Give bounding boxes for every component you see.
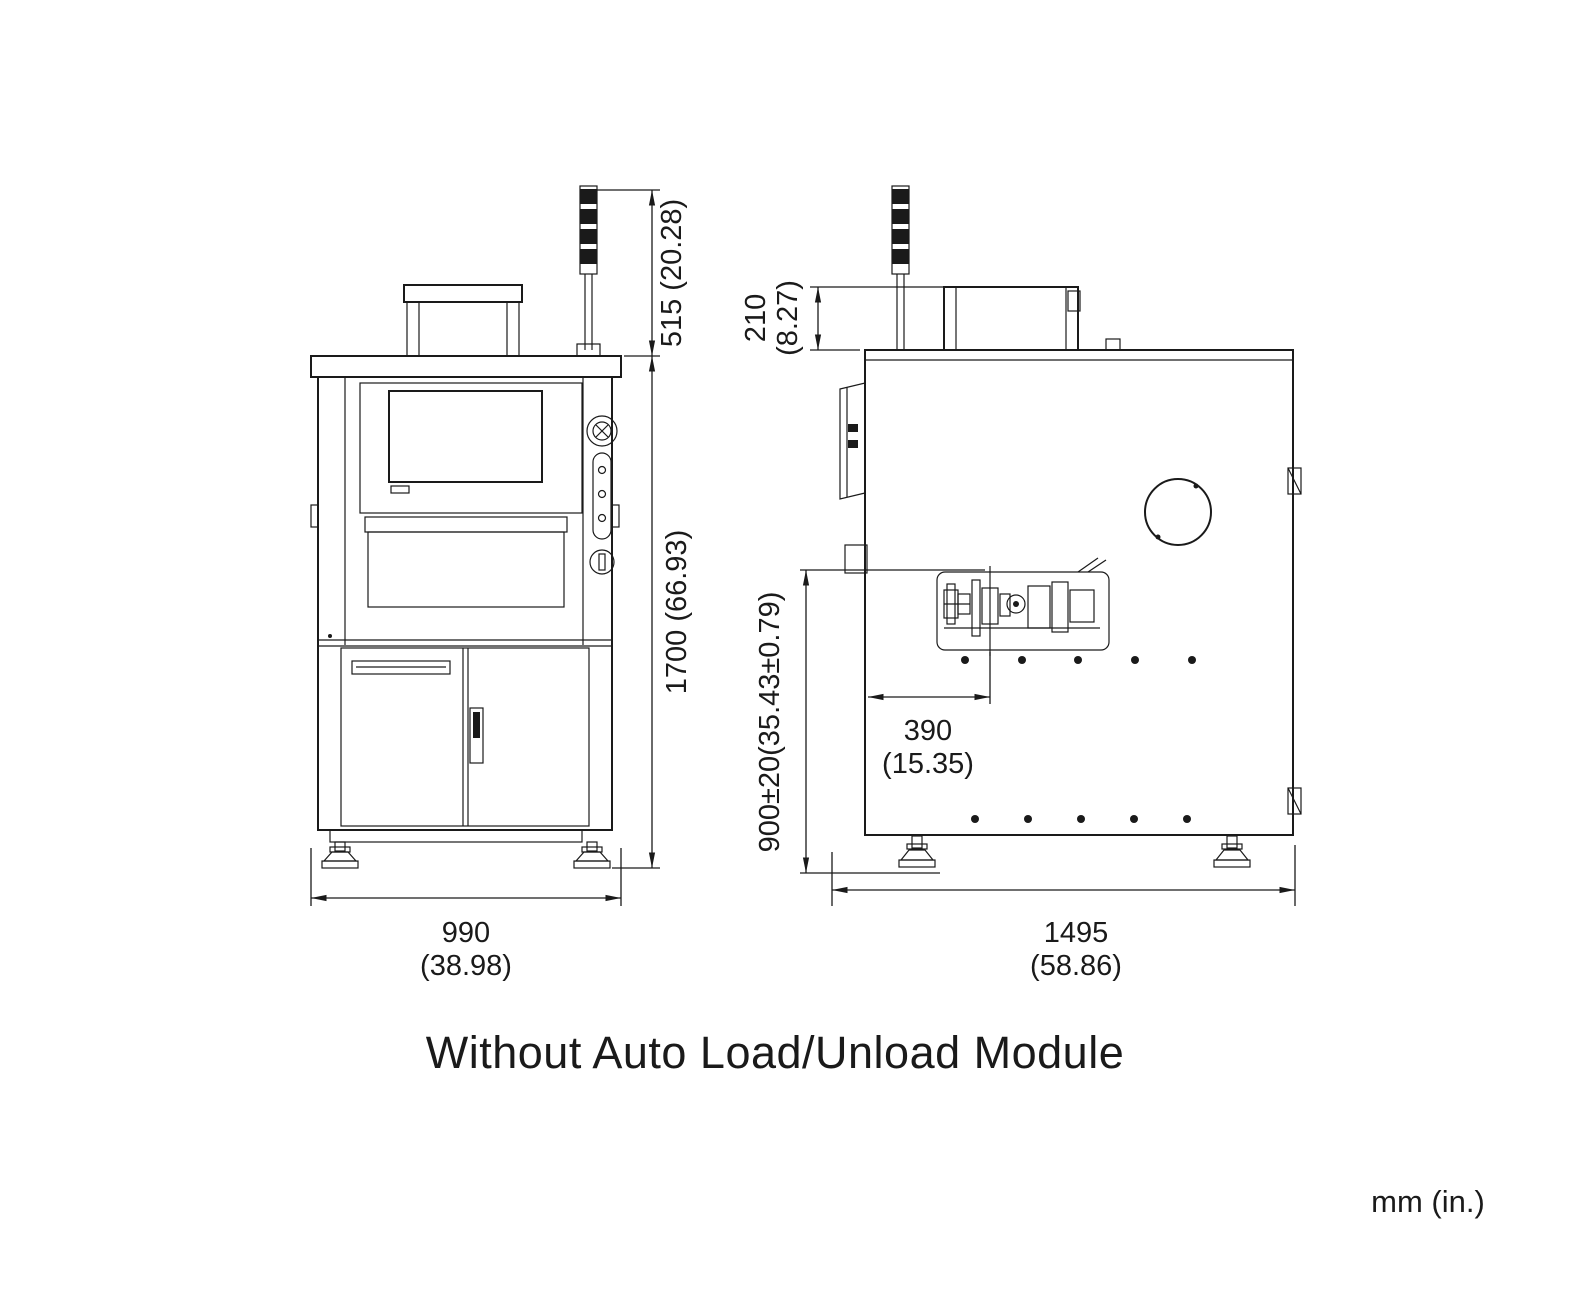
bolt-dots-lower bbox=[971, 815, 1191, 823]
dim-label-total-height: 1700 (66.93) bbox=[661, 530, 693, 694]
dim-label-tower-height: 515 (20.28) bbox=[656, 199, 688, 347]
dim-label-work-height: 900±20(35.43±0.79) bbox=[754, 592, 786, 853]
front-top-handle bbox=[403, 284, 523, 357]
side-right-latch-top bbox=[1287, 467, 1302, 495]
front-left-hinge bbox=[310, 504, 319, 528]
dim-label-width-in: (38.98) bbox=[420, 950, 512, 982]
left-door-handle bbox=[351, 660, 451, 675]
button-strip bbox=[592, 452, 612, 540]
front-monitor-label bbox=[390, 485, 410, 494]
side-body bbox=[864, 349, 1294, 836]
dim-label-top-mm: 210 bbox=[740, 294, 772, 342]
loader-mechanism bbox=[936, 557, 1110, 656]
front-right-hinge bbox=[611, 504, 620, 528]
front-cabinet bbox=[340, 647, 590, 827]
side-circular-port bbox=[1144, 478, 1212, 546]
side-left-panel bbox=[839, 382, 868, 574]
front-monitor bbox=[359, 382, 583, 514]
side-top-tray bbox=[943, 286, 1081, 351]
dim-label-depth-mm: 1495 bbox=[1044, 917, 1109, 949]
dim-label-depth-in: (58.86) bbox=[1030, 950, 1122, 982]
front-foot-left bbox=[321, 841, 359, 869]
front-foot-right bbox=[573, 841, 611, 869]
side-signal-tower-icon bbox=[891, 185, 910, 350]
side-dimensions: 210 (8.27) 900±20(35.43±0.79) 390 (15.35… bbox=[740, 280, 1296, 982]
drawing-caption: Without Auto Load/Unload Module bbox=[426, 1027, 1124, 1078]
emergency-stop-button bbox=[586, 415, 618, 447]
front-drawer bbox=[364, 516, 568, 608]
front-signal-tower-icon bbox=[576, 185, 601, 357]
front-dimensions: 515 (20.28) 1700 (66.93) 990 (38.98) bbox=[310, 189, 693, 982]
side-top-fitting bbox=[1105, 338, 1121, 351]
front-control-panel bbox=[586, 415, 618, 575]
key-switch bbox=[589, 549, 615, 575]
right-door-handle bbox=[469, 707, 484, 764]
front-top-plate bbox=[310, 355, 622, 378]
side-right-latch-bottom bbox=[1287, 787, 1302, 815]
bolt-dots-upper bbox=[961, 656, 1196, 664]
front-view bbox=[310, 185, 622, 869]
dim-label-top-in: (8.27) bbox=[772, 280, 804, 356]
side-foot-right bbox=[1213, 835, 1251, 868]
front-base bbox=[329, 829, 583, 843]
side-view bbox=[839, 185, 1302, 868]
front-body bbox=[317, 376, 613, 831]
dim-label-offset-in: (15.35) bbox=[882, 748, 974, 780]
side-foot-left bbox=[898, 835, 936, 868]
dim-label-offset-mm: 390 bbox=[904, 715, 952, 747]
units-note: mm (in.) bbox=[1371, 1184, 1485, 1219]
dim-label-width-mm: 990 bbox=[442, 917, 490, 949]
